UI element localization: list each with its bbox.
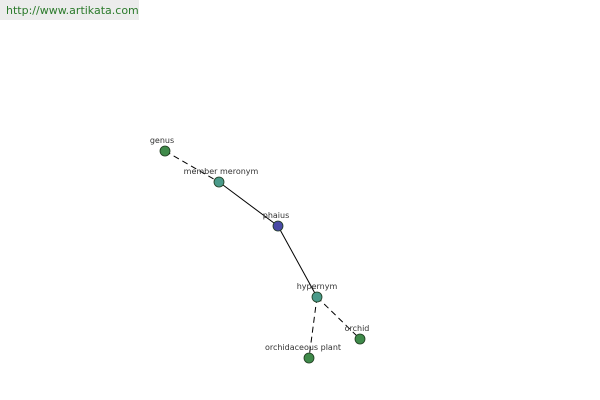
node-genus[interactable]	[159, 145, 171, 157]
url-bar: http://www.artikata.com	[0, 0, 139, 20]
edge-genus-member-meronym	[164, 150, 220, 183]
node-phaius[interactable]	[272, 220, 284, 232]
node-label-member-meronym: member meronym	[184, 167, 259, 176]
site-url-link[interactable]: http://www.artikata.com	[6, 4, 139, 17]
node-label-orchid: orchid	[345, 324, 370, 333]
edge-phaius-hypernym	[277, 225, 318, 298]
node-label-genus: genus	[150, 136, 174, 145]
node-orchidaceous-plant[interactable]	[303, 352, 315, 364]
node-member-meronym[interactable]	[213, 176, 225, 188]
edge-hypernym-orchid	[316, 296, 361, 340]
edge-member-meronym-phaius	[218, 181, 279, 227]
node-label-phaius: phaius	[263, 211, 290, 220]
edge-hypernym-orchidaceous-plant	[308, 296, 318, 359]
node-orchid[interactable]	[354, 333, 366, 345]
node-hypernym[interactable]	[311, 291, 323, 303]
node-label-orchidaceous-plant: orchidaceous plant	[265, 343, 341, 352]
node-label-hypernym: hypernym	[297, 282, 338, 291]
